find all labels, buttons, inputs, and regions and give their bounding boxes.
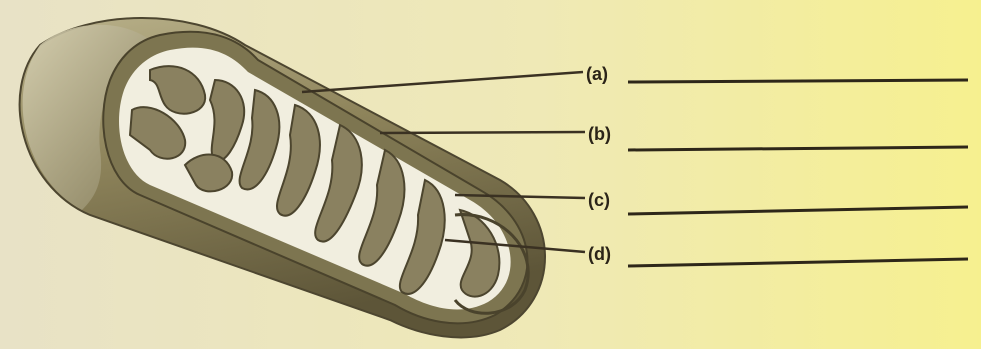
label-b: (b) [588,124,611,144]
leader-line-b [380,132,585,133]
label-c: (c) [588,190,610,210]
answer-line-a[interactable] [628,80,968,82]
label-d: (d) [588,244,611,264]
label-a: (a) [586,64,608,84]
